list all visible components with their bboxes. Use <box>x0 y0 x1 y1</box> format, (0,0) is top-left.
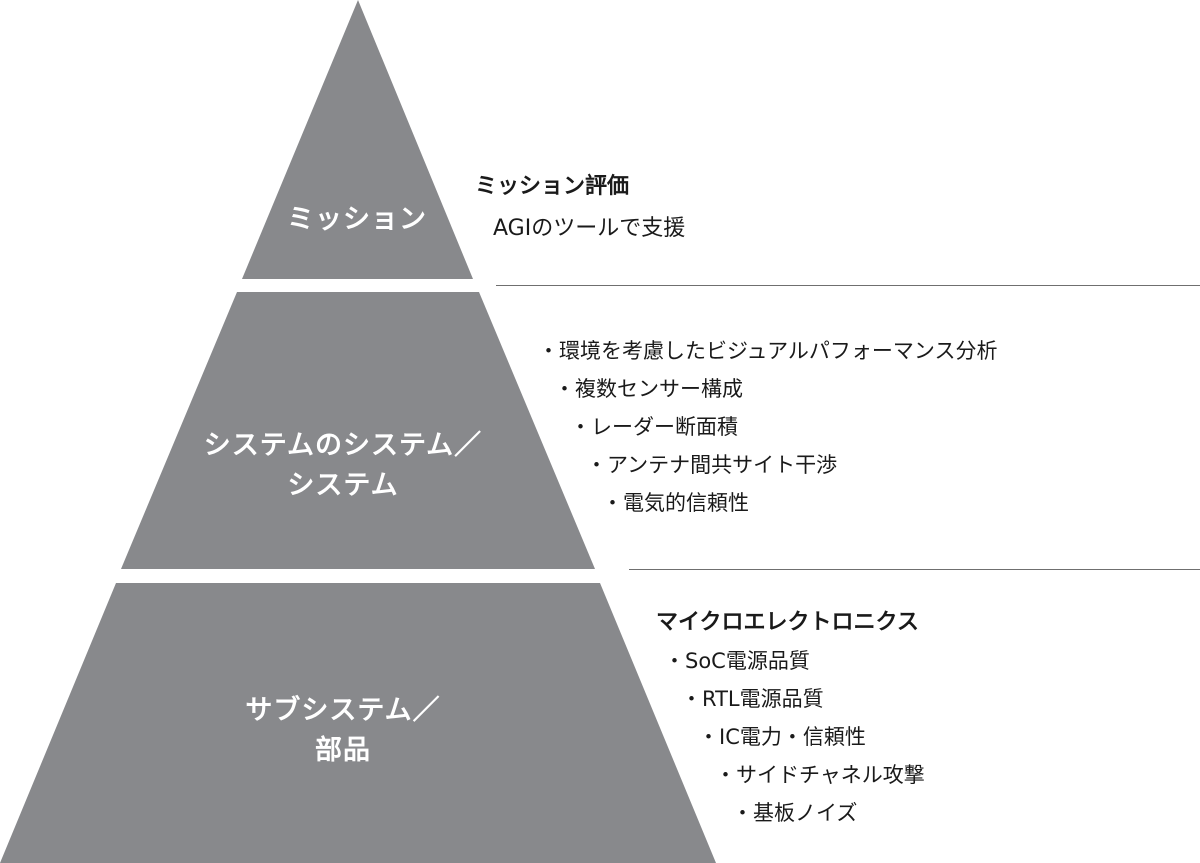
mission-description: ミッション評価 AGIのツールで支援 <box>475 168 685 248</box>
pyramid-tier-subsystem <box>0 583 716 863</box>
system-item: ・レーダー断面積 <box>570 415 738 439</box>
pyramid-tier-system <box>121 292 595 569</box>
subsystem-item: ・基板ノイズ <box>732 801 858 825</box>
subsystem-heading: マイクロエレクトロニクス <box>656 610 919 635</box>
tier-label-line: システムのシステム／ <box>203 430 483 461</box>
system-item: ・複数センサー構成 <box>554 377 743 401</box>
tier-label-line: 部品 <box>315 735 371 766</box>
tier-label-line: ミッション <box>287 204 427 235</box>
system-description: ・環境を考慮したビジュアルパフォーマンス分析 ・複数センサー構成 ・レーダー断面… <box>538 332 997 522</box>
mission-heading: ミッション評価 <box>475 174 630 199</box>
system-item: ・環境を考慮したビジュアルパフォーマンス分析 <box>538 339 998 363</box>
tier-label-system: システムのシステム／ システム <box>193 426 493 506</box>
subsystem-item: ・RTL電源品質 <box>681 687 824 711</box>
mission-subtext: AGIのツールで支援 <box>493 216 686 241</box>
subsystem-item: ・SoC電源品質 <box>664 649 810 673</box>
subsystem-item: ・IC電力・信頼性 <box>698 725 866 749</box>
tier-label-line: システム <box>287 470 399 501</box>
subsystem-item: ・サイドチャネル攻撃 <box>715 763 925 787</box>
tier-label-line: サブシステム／ <box>245 695 441 726</box>
system-item: ・アンテナ間共サイト干渉 <box>586 453 838 477</box>
pyramid-tier-mission <box>242 0 473 279</box>
system-item: ・電気的信頼性 <box>602 491 749 515</box>
tier-label-subsystem: サブシステム／ 部品 <box>213 691 473 771</box>
subsystem-description: マイクロエレクトロニクス ・SoC電源品質 ・RTL電源品質 ・IC電力・信頼性… <box>656 604 925 832</box>
tier-label-mission: ミッション <box>257 200 457 240</box>
